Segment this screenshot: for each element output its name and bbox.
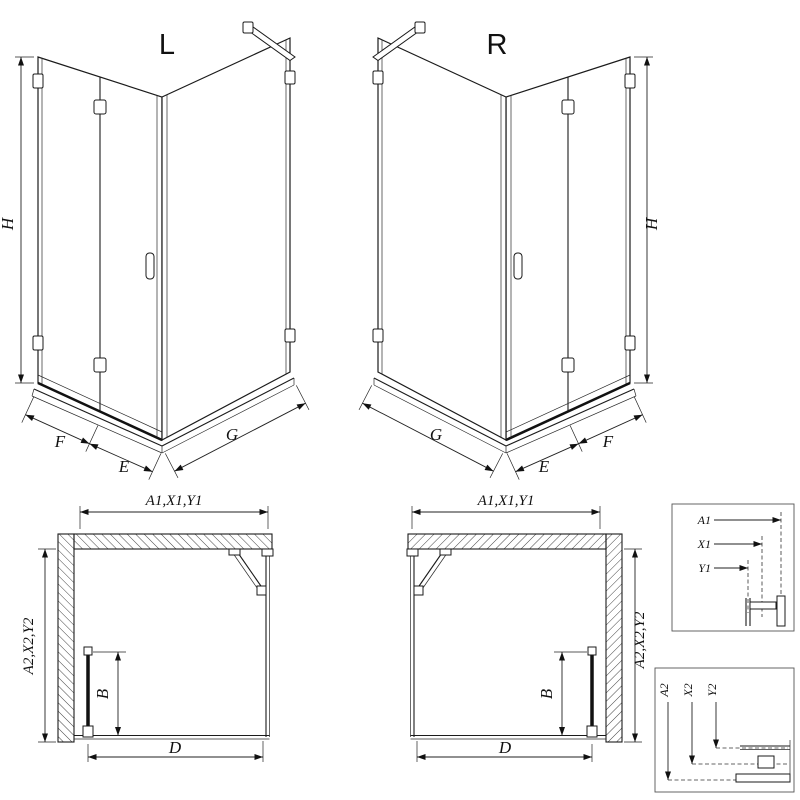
detail-label-y1: Y1 — [698, 561, 711, 575]
plan-dim-b-left: B — [93, 688, 112, 699]
dim-label-e-left: E — [118, 457, 130, 476]
variant-label-left: L — [159, 29, 175, 61]
variant-label-right: R — [487, 29, 508, 61]
detail-box-vertical-dims: A2 X2 Y2 — [654, 667, 795, 793]
isometric-view-left: L H F E G — [0, 22, 309, 480]
detail-box-horizontal-dims: A1 X1 Y1 — [671, 503, 795, 632]
detail-label-y2: Y2 — [705, 684, 719, 697]
plan-dim-d-right: D — [498, 738, 512, 757]
dim-label-f-right: F — [602, 432, 614, 451]
dim-label-e-right: E — [538, 457, 550, 476]
detail-label-a1: A1 — [697, 513, 711, 527]
plan-dim-side-left: A2,X2,Y2 — [21, 617, 37, 675]
plan-view-left: A1,X1,Y1 A2,X2,Y2 B D — [21, 493, 273, 762]
dim-label-g-left: G — [226, 425, 238, 444]
isometric-view-right: R H F E G — [359, 22, 661, 480]
dim-label-g-right: G — [430, 425, 442, 444]
plan-view-right: A1,X1,Y1 A2,X2,Y2 B D — [407, 493, 648, 762]
plan-dim-d-left: D — [168, 738, 182, 757]
dim-label-h-right: H — [642, 216, 661, 231]
detail-label-a2: A2 — [657, 683, 671, 697]
plan-dim-b-right: B — [537, 688, 556, 699]
plan-dim-side-right: A2,X2,Y2 — [632, 611, 648, 669]
plan-dim-top-right: A1,X1,Y1 — [477, 493, 535, 509]
tray-profile-section — [735, 740, 791, 783]
detail-label-x2: X2 — [681, 683, 695, 697]
dim-label-h-left: H — [0, 216, 17, 231]
wall-profile-section — [745, 595, 786, 627]
plan-dim-top-left: A1,X1,Y1 — [145, 493, 203, 509]
detail-label-x1: X1 — [697, 537, 711, 551]
dim-label-f-left: F — [54, 432, 66, 451]
